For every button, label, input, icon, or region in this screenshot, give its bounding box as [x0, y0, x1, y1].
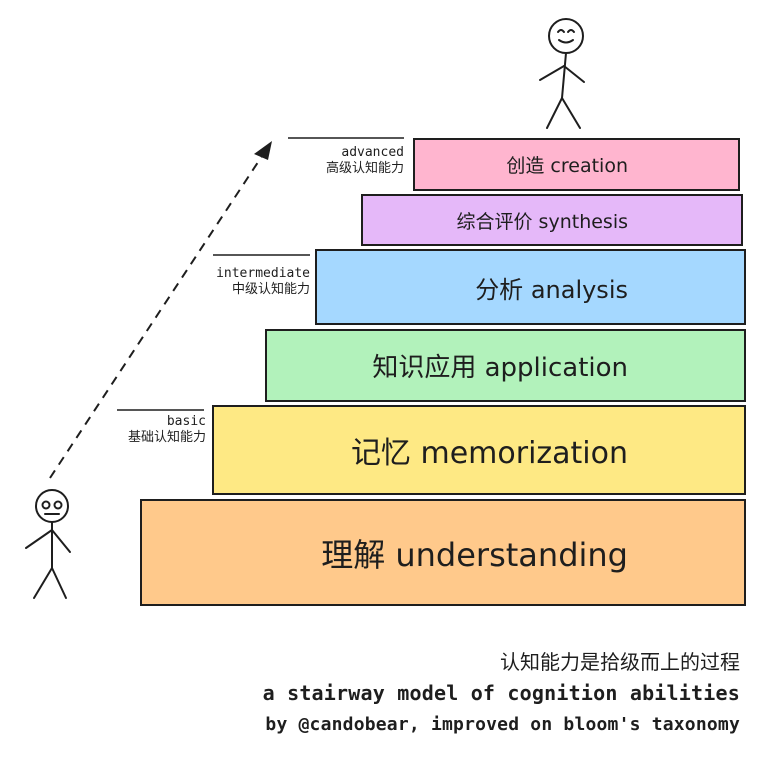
caption-line-subtitle: a stairway model of cognition abilities [262, 681, 740, 705]
stick-figure-top [539, 18, 585, 129]
level-intermediate-en: intermediate [216, 266, 310, 281]
caption-line-chinese: 认知能力是拾级而上的过程 [500, 650, 740, 674]
step-creation: 创造 creation [413, 138, 740, 191]
step-label: 记忆 memorization [350, 436, 628, 471]
step-understanding: 理解 understanding [140, 499, 746, 606]
level-basic-cn: 基础认知能力 [127, 429, 206, 445]
level-basic: basic 基础认知能力 [128, 414, 206, 445]
step-memorization: 记忆 memorization [212, 405, 746, 495]
step-label: 综合评价 synthesis [456, 210, 628, 233]
caption-line-credit: by @candobear, improved on bloom's taxon… [265, 714, 740, 735]
step-synthesis: 综合评价 synthesis [361, 194, 743, 246]
step-analysis: 分析 analysis [315, 249, 746, 325]
level-intermediate: intermediate 中级认知能力 [216, 266, 310, 297]
level-advanced-cn: 高级认知能力 [325, 160, 404, 176]
step-label: 知识应用 application [372, 353, 628, 383]
step-application: 知识应用 application [265, 329, 746, 402]
level-intermediate-cn: 中级认知能力 [231, 281, 310, 297]
level-advanced-en: advanced [341, 145, 404, 160]
step-label: 理解 understanding [321, 535, 628, 574]
step-label: 分析 analysis [475, 275, 628, 304]
step-label: 创造 creation [506, 155, 628, 177]
level-advanced: advanced 高级认知能力 [326, 145, 404, 176]
level-basic-en: basic [166, 414, 206, 429]
stick-figure-bottom [25, 489, 71, 599]
dashed-arrow [49, 141, 272, 479]
